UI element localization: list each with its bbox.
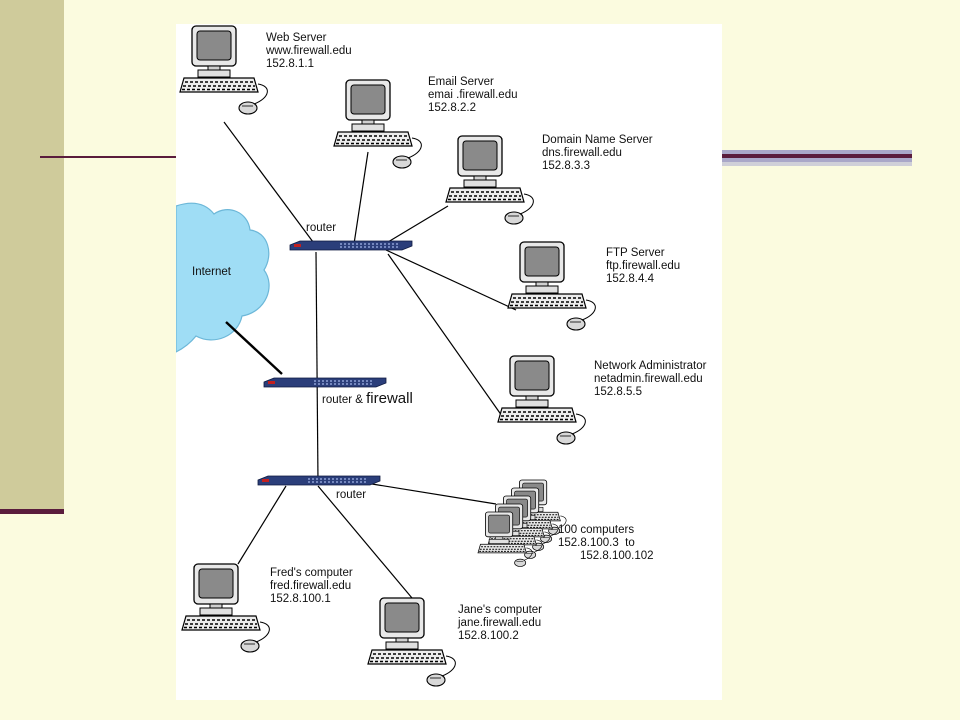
router-bottom-label: router <box>336 489 367 501</box>
diagram-canvas <box>176 25 597 687</box>
router-bottom <box>257 475 381 486</box>
web-server-icon <box>179 25 269 115</box>
sidebar-rule <box>0 509 64 514</box>
router-top <box>289 240 413 251</box>
network-links <box>223 121 517 599</box>
fred-computer-icon <box>181 563 271 653</box>
title-rule-left <box>40 156 180 158</box>
ftp-server-icon <box>507 241 597 331</box>
email-server-icon <box>333 79 423 169</box>
firewall-word: firewall <box>366 390 413 407</box>
title-rule-right <box>722 150 912 166</box>
network-admin-icon <box>497 355 587 445</box>
internet-label: Internet <box>192 266 231 278</box>
jane-computer-icon <box>367 597 457 687</box>
internet-cloud <box>176 202 270 353</box>
dns-server-icon <box>445 135 535 225</box>
sidebar-band <box>0 0 64 510</box>
router-firewall <box>263 377 387 388</box>
router-firewall-label: router & firewall <box>322 390 413 407</box>
hundred-computers-icon <box>477 479 567 568</box>
router-top-label: router <box>306 222 337 234</box>
